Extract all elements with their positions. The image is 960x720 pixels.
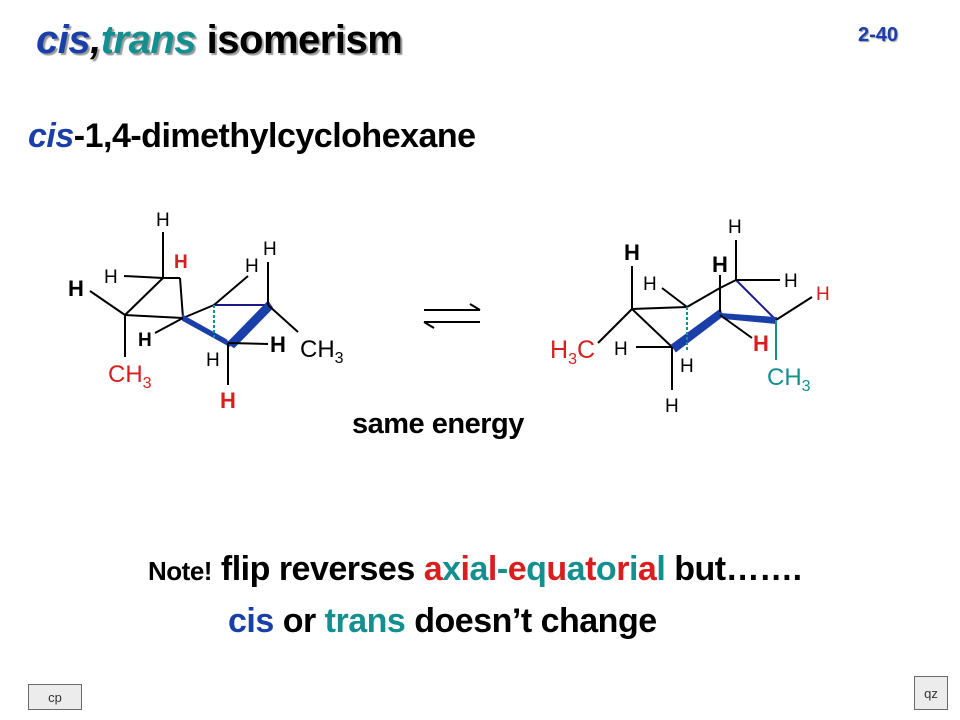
- equatorial-letter: q: [526, 550, 547, 588]
- slide-title: cis,trans isomerism: [36, 18, 403, 63]
- atom-label: H: [816, 284, 830, 305]
- methyl-label: CH3: [300, 336, 344, 367]
- right-ring-bond: [719, 279, 737, 289]
- atom-label: H: [68, 276, 84, 301]
- note-dash: -: [496, 550, 508, 588]
- note-line-1: Note! flip reverses axial-equatorial but…: [148, 550, 802, 589]
- methyl-label: CH3: [108, 361, 152, 392]
- title-rest: isomerism: [196, 18, 403, 62]
- atom-label: H: [665, 396, 679, 417]
- equatorial-letter: o: [595, 550, 617, 588]
- compound-name: cis-1,4-dimethylcyclohexane: [28, 117, 476, 156]
- slide-number: 2-40: [858, 24, 899, 46]
- atom-label: H: [680, 356, 694, 377]
- axial-letter: i: [460, 550, 470, 588]
- right-ring-bond: [686, 287, 721, 308]
- atom-label: H: [728, 217, 742, 238]
- equatorial-letter: l: [656, 550, 666, 588]
- left-bond: [213, 275, 249, 306]
- equatorial-letter: i: [628, 550, 638, 588]
- title-comma: ,: [90, 18, 101, 62]
- atom-label: H: [263, 239, 277, 260]
- subtitle-cis: cis: [28, 117, 74, 155]
- same-energy-label: same energy: [352, 408, 524, 440]
- note2-rest: doesn’t change: [405, 602, 657, 640]
- atom-label: H: [174, 252, 188, 273]
- equatorial-letter: a: [566, 550, 586, 588]
- axial-letter: l: [487, 550, 497, 588]
- note2-cis: cis: [228, 602, 274, 640]
- right-bond: [661, 287, 688, 308]
- atom-label: H: [220, 388, 236, 413]
- methyl-label: H3C: [550, 336, 595, 368]
- atom-label: H: [245, 256, 259, 277]
- right-bond: [597, 308, 633, 344]
- equilibrium-arrow: [423, 303, 481, 329]
- atom-label: H: [104, 267, 118, 288]
- equatorial-letter: e: [507, 550, 527, 588]
- right-chair-structure: [597, 240, 813, 390]
- title-trans: trans: [100, 18, 197, 62]
- left-wedge-bond: [226, 300, 274, 349]
- left-ring-bond: [179, 277, 184, 319]
- subtitle-rest: -1,4-dimethylcyclohexane: [73, 117, 476, 155]
- axial-letter: a: [423, 550, 443, 588]
- note2-trans: trans: [324, 602, 406, 640]
- right-bond: [775, 296, 813, 321]
- methyl-label: CH3: [767, 364, 811, 395]
- atom-label: H: [753, 331, 769, 356]
- axial-letter: a: [469, 550, 488, 588]
- atom-label: H: [270, 332, 286, 357]
- atom-label: H: [784, 271, 798, 292]
- left-labels: H H H H H H H H H H CH3 CH3: [68, 210, 344, 413]
- note-text-1: flip reverses: [211, 550, 424, 588]
- left-ring-bond: [124, 314, 184, 319]
- right-ring-bond: [631, 306, 688, 310]
- atom-label: H: [156, 210, 170, 231]
- note-line-2: cis or trans doesn’t change: [228, 602, 657, 641]
- left-chair-structure: [89, 232, 299, 385]
- atom-label: H: [138, 330, 152, 351]
- right-bond: [719, 314, 753, 339]
- left-bond: [154, 317, 184, 334]
- left-bond: [89, 290, 126, 316]
- left-bond: [227, 342, 269, 345]
- axial-letter: x: [442, 550, 461, 588]
- note2-or: or: [273, 602, 325, 640]
- left-bond: [123, 275, 164, 279]
- qz-button[interactable]: qz: [914, 676, 948, 710]
- right-wedge-bond: [670, 308, 724, 353]
- right-ring-bond: [735, 279, 777, 321]
- right-ring-bond: [631, 308, 673, 348]
- atom-label: H: [206, 350, 220, 371]
- left-bond: [267, 304, 299, 333]
- right-labels: H H H H H H H H H H H3C CH3: [550, 217, 830, 417]
- cp-button[interactable]: cp: [28, 684, 82, 710]
- left-wedge-bond: [182, 314, 231, 347]
- equatorial-letter: t: [585, 550, 596, 588]
- note-text-2: but…….: [665, 550, 802, 588]
- equatorial-letter: r: [616, 550, 629, 588]
- atom-label: H: [712, 252, 728, 277]
- left-ring-bond: [124, 277, 164, 316]
- left-ring-bond: [182, 304, 215, 319]
- equatorial-letter: u: [546, 550, 567, 588]
- atom-label: H: [624, 240, 640, 265]
- note-prefix: Note!: [148, 556, 212, 586]
- equatorial-letter: a: [637, 550, 657, 588]
- atom-label: H: [643, 274, 657, 295]
- title-cis: cis: [36, 18, 91, 62]
- atom-label: H: [614, 339, 628, 360]
